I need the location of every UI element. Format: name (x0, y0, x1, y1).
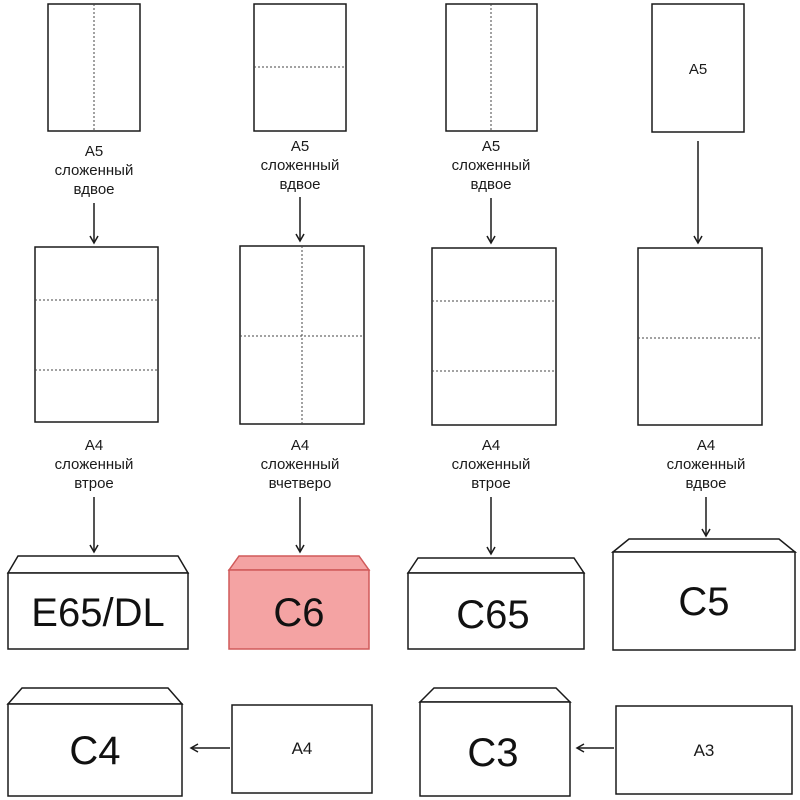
column-3: A5 сложенный вдвое A4 сложенный втрое C6… (406, 3, 586, 650)
mid-caption-line-3: втрое (74, 475, 114, 492)
a5-sheet-3 (445, 3, 538, 132)
sheet-label: A4 (292, 739, 313, 758)
column-2: A5 сложенный вдвое A4 сложенный вчетверо… (227, 3, 371, 650)
envelope-c5: C5 (610, 538, 798, 651)
column-1: A5 сложенный вдвое A4 сложенный втрое E6… (6, 3, 190, 650)
bottom-row-c3: C3 A3 (418, 687, 793, 797)
top-caption-line-1: A5 (291, 138, 309, 155)
envelope-body (228, 569, 370, 650)
top-caption-line-2: сложенный (452, 157, 531, 174)
mid-caption-line-1: A4 (85, 437, 103, 454)
a4-sheet-4 (637, 247, 763, 426)
envelope-flap (227, 555, 371, 571)
top-caption-line-3: вдвое (470, 176, 511, 193)
top-caption-line-2: сложенный (55, 162, 134, 179)
a4-sheet-flat (231, 704, 373, 794)
mid-caption-line-3: втрое (471, 475, 511, 492)
a5-sheet-4 (651, 3, 745, 133)
top-caption-line-3: вдвое (73, 181, 114, 198)
mid-caption-line-3: вчетверо (269, 475, 332, 492)
envelope-flap (610, 538, 798, 553)
a5-label: A5 (689, 61, 707, 78)
envelope-label: C65 (456, 593, 529, 637)
envelope-flap (6, 687, 184, 705)
mid-caption-line-1: A4 (291, 437, 309, 454)
envelope-body (407, 572, 585, 650)
envelope-c4: C4 (6, 687, 184, 797)
envelope-body (7, 703, 183, 797)
a3-sheet-flat (615, 705, 793, 795)
mid-caption-line-3: вдвое (685, 475, 726, 492)
top-caption-line-3: вдвое (279, 176, 320, 193)
bottom-row-c4: C4 A4 (6, 687, 373, 797)
envelope-label: E65/DL (31, 591, 164, 635)
mid-caption-line-1: A4 (482, 437, 500, 454)
a5-sheet-1 (47, 3, 141, 132)
top-caption-line-2: сложенный (261, 157, 340, 174)
envelope-body (7, 572, 189, 650)
mid-caption-line-2: сложенный (667, 456, 746, 473)
envelope-flap (6, 555, 190, 574)
envelope-label: C4 (69, 729, 120, 773)
envelope-e65-dl: E65/DL (6, 555, 190, 650)
envelope-c3: C3 (418, 687, 572, 797)
envelope-label: C3 (467, 731, 518, 775)
mid-caption-line-2: сложенный (261, 456, 340, 473)
column-4: A5 A4 сложенный вдвое C5 (610, 3, 798, 651)
envelope-flap (418, 687, 572, 703)
envelope-body (612, 551, 796, 651)
mid-caption-line-2: сложенный (55, 456, 134, 473)
sheet-label: A3 (694, 741, 715, 760)
a4-sheet-3 (431, 247, 557, 426)
top-caption-line-1: A5 (85, 143, 103, 160)
top-caption-line-1: A5 (482, 138, 500, 155)
mid-caption-line-1: A4 (697, 437, 715, 454)
envelope-c65: C65 (406, 557, 586, 650)
mid-caption-line-2: сложенный (452, 456, 531, 473)
envelope-label: C6 (273, 591, 324, 635)
a4-sheet-1 (34, 246, 159, 423)
envelope-c6: C6 (227, 555, 371, 650)
envelope-body (419, 701, 571, 797)
envelope-flap (406, 557, 586, 574)
envelope-label: C5 (678, 580, 729, 624)
